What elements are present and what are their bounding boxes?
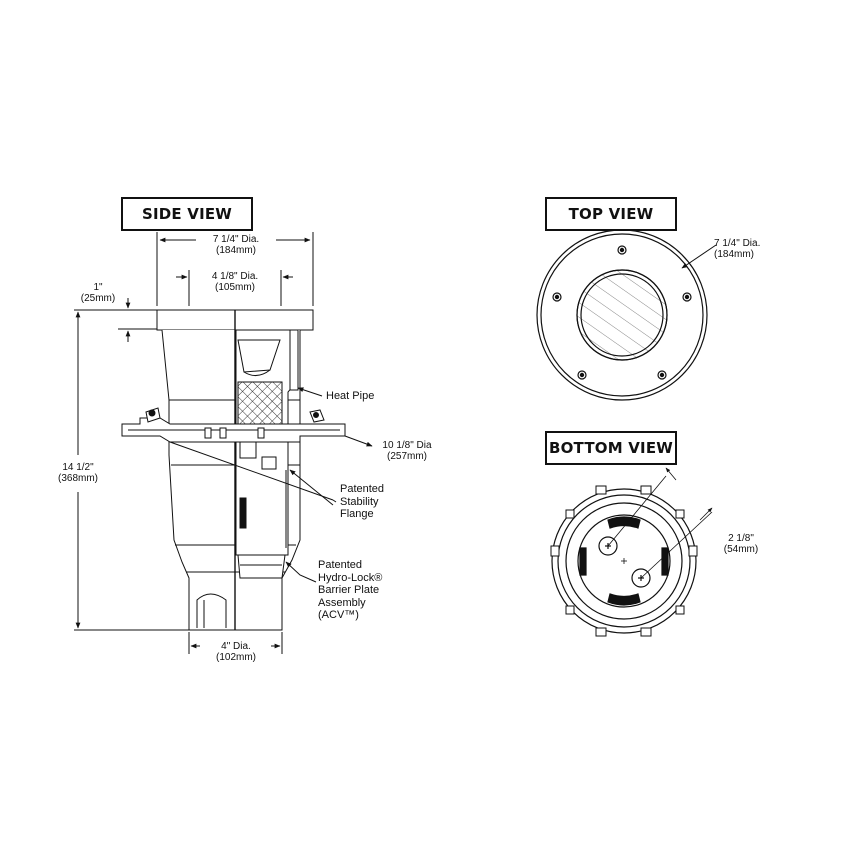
barrier-plate-callout: Patented Hydro-Lock® Barrier Plate Assem… <box>318 559 382 622</box>
stability-flange-line-3: Flange <box>340 508 374 520</box>
top-view-drawing <box>536 229 717 401</box>
top-view-title: TOP VIEW <box>545 197 677 231</box>
height-text: 14 1/2" <box>62 462 94 473</box>
heat-pipe-callout: Heat Pipe <box>326 390 375 402</box>
flange-dia-dimension: 10 1/8" Dia (257mm) <box>372 440 442 462</box>
outlet-dia-mm-text: (102mm) <box>215 652 256 663</box>
top-view-bolt-holes <box>552 245 692 380</box>
inner-dia-dimension: 4 1/8" Dia. (105mm) <box>195 271 275 293</box>
bottom-view-dia-text: 2 1/8" <box>728 533 754 544</box>
barrier-plate-line-2: Hydro-Lock® <box>318 571 383 584</box>
outer-dia-mm-text: (184mm) <box>215 245 256 256</box>
bottom-view-drawing <box>550 467 713 637</box>
barrier-plate-line-4: Assembly <box>318 596 366 609</box>
barrier-plate-line-5: (ACV™) <box>318 609 359 621</box>
side-view-title: SIDE VIEW <box>121 197 253 231</box>
rim-mm-text: (25mm) <box>80 293 116 304</box>
side-view-drawing <box>74 232 373 654</box>
barrier-plate-line-3: Barrier Plate <box>318 584 380 596</box>
bottom-view-dia-mm-text: (54mm) <box>723 544 759 555</box>
top-view-dia-text: 7 1/4" Dia. <box>714 238 761 249</box>
outlet-dia-text: 4" Dia. <box>221 641 251 652</box>
stability-flange-line-1: Patented <box>340 483 385 495</box>
outer-dia-text: 7 1/4" Dia. <box>212 234 260 245</box>
barrier-plate-line-1: Patented <box>318 559 363 571</box>
bottom-view-title: BOTTOM VIEW <box>545 431 677 465</box>
height-dimension: 14 1/2" (368mm) <box>50 462 106 484</box>
top-view-dia-dimension: 7 1/4" Dia. (184mm) <box>714 238 774 260</box>
flange-dia-text: 10 1/8" Dia <box>382 440 432 451</box>
height-mm-text: (368mm) <box>57 473 98 484</box>
inner-dia-text: 4 1/8" Dia. <box>211 271 259 282</box>
flange-dia-mm-text: (257mm) <box>386 451 427 462</box>
stability-flange-callout: Patented Stability Flange <box>340 483 384 521</box>
stability-flange-line-2: Stability <box>340 495 379 508</box>
bottom-view-dia-dimension: 2 1/8" (54mm) <box>716 533 766 555</box>
top-view-dia-mm-text: (184mm) <box>714 249 755 260</box>
outer-dia-dimension: 7 1/4" Dia. (184mm) <box>196 234 276 256</box>
rim-text: 1" <box>93 282 103 293</box>
inner-dia-mm-text: (105mm) <box>214 282 255 293</box>
rim-dimension: 1" (25mm) <box>70 282 126 304</box>
outlet-dia-dimension: 4" Dia. (102mm) <box>196 641 276 663</box>
